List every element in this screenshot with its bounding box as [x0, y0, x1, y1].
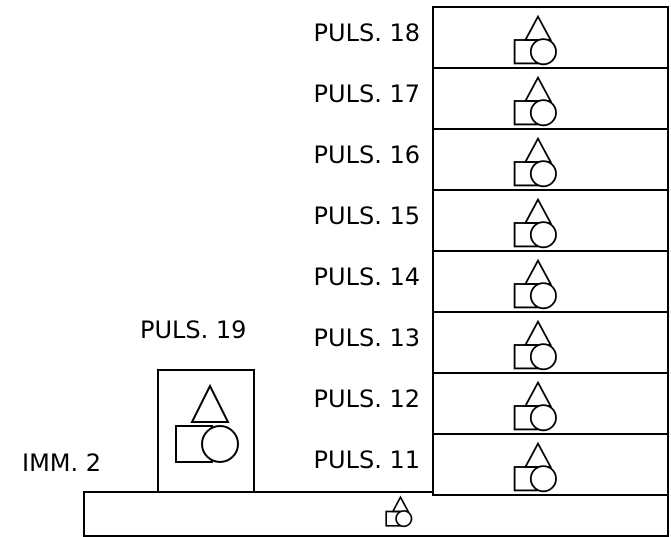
floor-icon: [513, 441, 557, 493]
floor-label: PULS. 16: [313, 141, 420, 169]
base-icon: [385, 495, 413, 528]
side-box-label: PULS. 19: [140, 316, 247, 344]
floor-icon: [513, 75, 557, 127]
floor-label: PULS. 15: [313, 202, 420, 230]
side-label: IMM. 2: [22, 449, 102, 477]
floor-icon: [513, 319, 557, 371]
floor-icon: [513, 197, 557, 249]
floor-label: PULS. 11: [313, 446, 420, 474]
floor-label: PULS. 14: [313, 263, 420, 291]
side-box: [157, 369, 255, 493]
floor-label: PULS. 18: [313, 19, 420, 47]
base-bar: [83, 491, 669, 537]
side-box-icon: [175, 383, 239, 463]
floor-icon: [513, 380, 557, 432]
floor-icon: [513, 14, 557, 66]
floor-label: PULS. 17: [313, 80, 420, 108]
floor-stack: [432, 6, 669, 496]
floor-label: PULS. 13: [313, 324, 420, 352]
floor-icon: [513, 258, 557, 310]
floor-label: PULS. 12: [313, 385, 420, 413]
floor-icon: [513, 136, 557, 188]
